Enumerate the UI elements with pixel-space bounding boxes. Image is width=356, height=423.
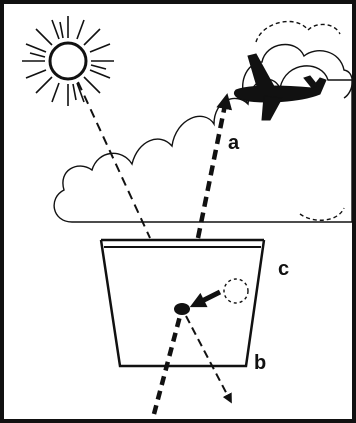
label-a: a (228, 132, 240, 154)
label-c: c (278, 258, 289, 280)
label-b: b (254, 352, 266, 374)
sun-icon (22, 16, 114, 106)
particle-dot (174, 303, 190, 315)
